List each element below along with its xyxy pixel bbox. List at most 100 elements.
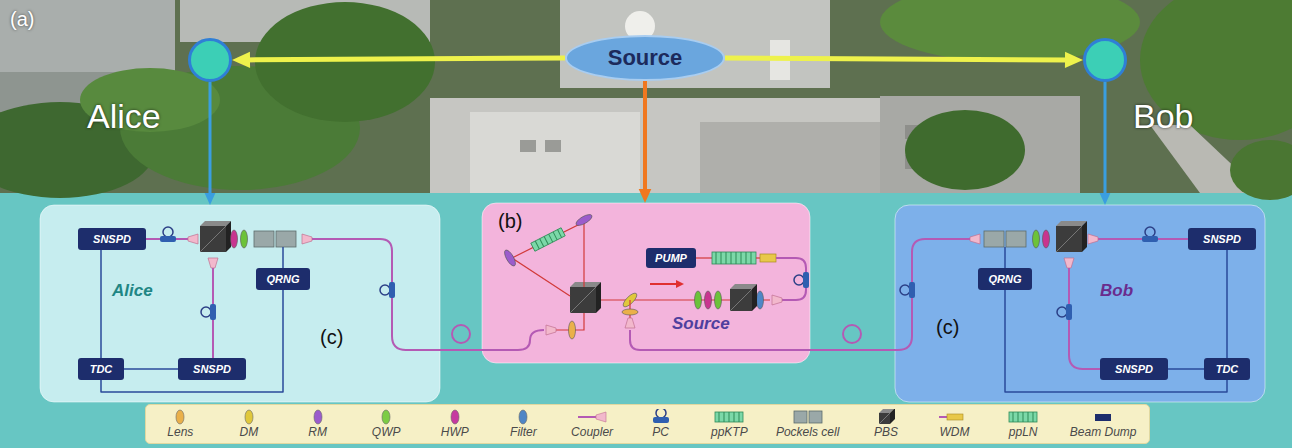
text-holder: Bob [1100,281,1133,301]
legend-text: WDM [940,425,970,439]
legend-item: PC [639,409,683,439]
pockels-cell [254,231,274,247]
nonlinear-crystal [739,412,740,422]
polarization-controller [794,275,804,285]
fiber-coupler [970,234,980,244]
legend-text: PC [652,425,669,439]
legend-text: ppLN [1009,425,1038,439]
photo-shape [470,112,640,193]
nonlinear-crystal [1009,412,1037,422]
optic-element [502,248,517,267]
polarization-controller [909,282,915,298]
legend-text: Filter [510,425,537,439]
legend-icon [933,409,977,425]
optic-element [231,230,238,248]
legend-icon [433,409,477,425]
connector-line [100,250,102,358]
panel-shape [895,205,1265,402]
arrowhead [1100,193,1111,205]
legend-text: PBS [874,425,898,439]
nonlinear-crystal [1018,412,1019,422]
panel-shapes [40,203,1265,402]
connector [101,250,102,358]
aerial-photo [0,0,1292,200]
pump-direction [676,280,684,288]
legend-icon [158,409,202,425]
connector-line [440,349,482,351]
nonlinear-crystal [741,252,742,264]
connector [810,350,895,351]
connector-line [209,82,212,195]
polarization-controller [389,282,395,298]
polarization-controller [1142,236,1158,242]
legend-text: Pockels cell [776,425,839,439]
connector [440,350,482,351]
fiber-coupler [188,234,198,244]
text-holder: (a) [10,8,34,31]
connector [1005,290,1227,392]
node-text: Alice [112,281,153,300]
nonlinear-crystal [731,252,732,264]
legend-icon-part [382,410,390,424]
legend-icon-part [519,410,527,424]
wdm [760,254,776,262]
legend-text: QWP [372,425,401,439]
pockels-cell [984,231,1004,247]
pbs-cube [752,284,757,311]
laser-beam [696,257,712,258]
arrowhead [232,52,250,68]
legend-icon [296,409,340,425]
text-holder: (c) [936,316,959,339]
fiber-coupler [302,234,312,244]
optical-fiber [630,330,810,350]
pbs-cube [1056,226,1082,252]
legend-text: Lens [167,425,193,439]
photo-shape [545,140,561,152]
fiber-coupler [1064,258,1074,268]
legend-icon-part [947,414,963,420]
pockels-cell [1006,231,1026,247]
box-node: QRNG [978,268,1032,290]
legend-icon [786,409,830,425]
connector-line [101,290,283,392]
node-text: Bob [1133,97,1194,135]
pbs-cube [1082,221,1087,252]
legend-icon [864,409,908,425]
legend-icon [364,409,408,425]
optical-fiber [776,258,806,300]
connector-line [246,58,565,60]
legend-text: HWP [441,425,469,439]
node-text: SNSPD [193,363,231,375]
nonlinear-crystal [716,252,717,264]
fiber-coupler [188,234,198,244]
panel-shape [40,205,440,402]
optic-element [569,321,576,339]
connector-line [810,349,895,351]
photo-shape [520,140,536,152]
legend-icon-part [451,410,459,424]
legend-item: ppKTP [707,409,751,439]
connector [205,82,216,205]
box-node: SNSPD [1188,228,1256,250]
optic-element [705,291,712,309]
pbs-cube [570,282,601,287]
polarization-controller [1066,304,1072,320]
panel-node: Bob(c)SNSPDQRNGSNSPDTDC [895,205,1265,402]
legend-icon [707,409,751,425]
legend-item: WDM [933,409,977,439]
photo-shape [700,122,890,193]
connector [639,81,652,203]
connector [1227,250,1228,358]
photo-shape [905,110,1025,190]
optic-element [695,291,702,309]
pbs-cube [879,413,890,424]
pbs-cube [890,409,895,424]
connector [232,52,565,68]
polarization-controller [201,307,211,317]
text-holder: Source [672,314,730,334]
nonlinear-crystal [726,252,727,264]
panel-shape [482,203,810,363]
connector [101,290,283,392]
box-node: TDC [1204,358,1250,380]
signal-wire [1004,247,1006,268]
